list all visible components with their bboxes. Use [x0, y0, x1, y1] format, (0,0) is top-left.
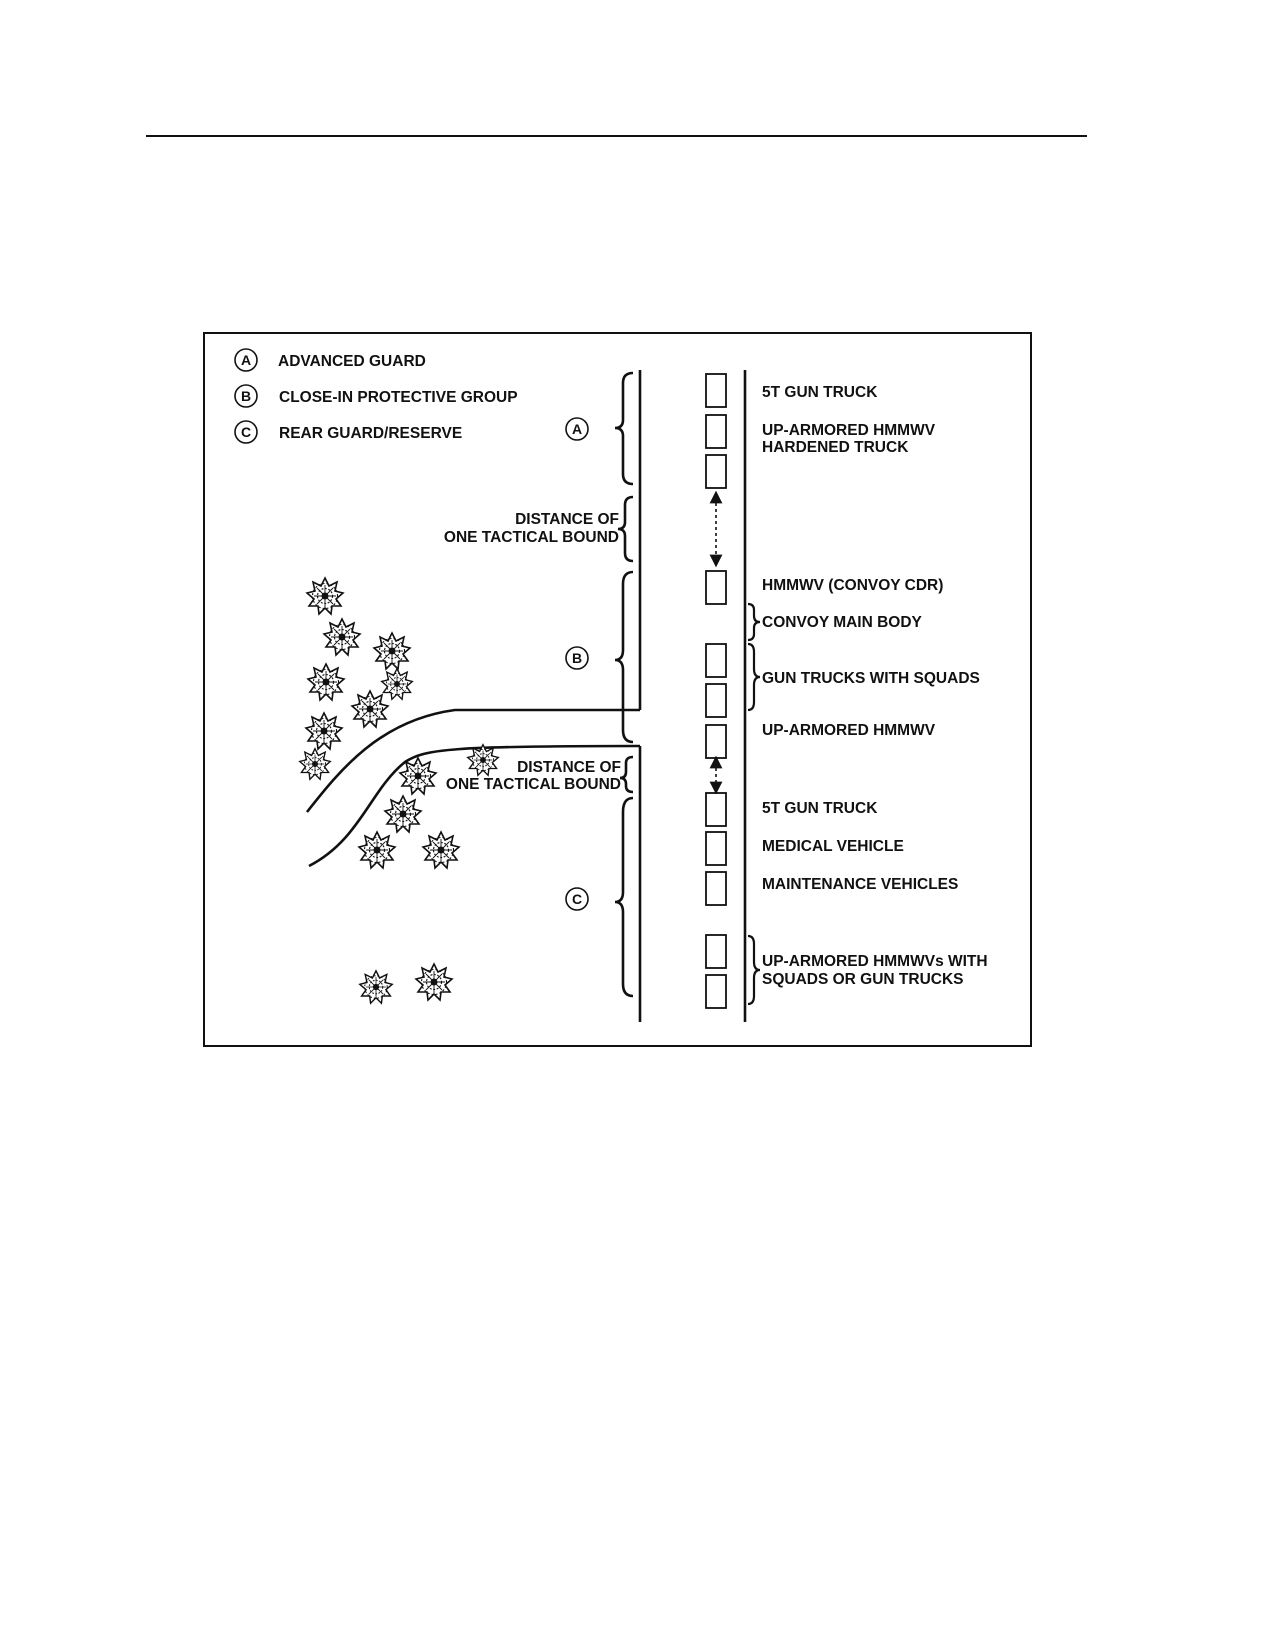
legend-item-a: A ADVANCED GUARD — [234, 348, 426, 372]
label-convoy-main-body: CONVOY MAIN BODY — [762, 614, 923, 631]
tree-icon — [306, 577, 344, 615]
tree-icon — [299, 748, 331, 780]
group-marker-a — [565, 417, 589, 441]
legend-letter-a: A — [241, 352, 251, 368]
group-marker-c — [565, 887, 589, 911]
distance-label-upper-line2: ONE TACTICAL BOUND — [444, 529, 619, 546]
tree-icon — [373, 632, 411, 670]
vehicle-gun-truck-squad-2 — [705, 683, 727, 718]
group-markers: A B C — [565, 417, 589, 911]
tree-icon — [381, 668, 413, 700]
tree-icon — [323, 618, 361, 656]
page-header-rule — [146, 135, 1087, 137]
vehicle-gun-truck-5t-front — [705, 373, 727, 408]
road — [305, 370, 747, 1022]
vehicle-rear-hmmwv-2 — [705, 974, 727, 1009]
vehicle-up-armored-hmmwv-front — [705, 414, 727, 449]
distance-label-lower: DISTANCE OF ONE TACTICAL BOUND — [446, 759, 621, 793]
tree-icon — [351, 690, 389, 728]
brace-group-c — [614, 796, 634, 998]
label-gun-trucks-with-squads: GUN TRUCKS WITH SQUADS — [762, 670, 980, 687]
tree-icon — [307, 663, 345, 701]
side-road-upper-edge — [305, 708, 640, 813]
distance-label-lower-line1: DISTANCE OF — [517, 759, 621, 776]
vehicle-braces — [747, 602, 761, 1006]
vehicle-up-armored-hmmwv-mid — [705, 724, 727, 759]
vehicle-rear-hmmwv-1 — [705, 934, 727, 969]
vehicle-hmmwv-convoy-cdr — [705, 570, 727, 605]
legend-label-b: CLOSE-IN PROTECTIVE GROUP — [279, 389, 518, 406]
brace-distance-upper — [617, 495, 634, 563]
distance-label-upper: DISTANCE OF ONE TACTICAL BOUND — [444, 511, 619, 546]
brace-convoy-main-body — [747, 602, 761, 642]
label-gun-truck-5t-front: 5T GUN TRUCK — [762, 384, 878, 401]
tree-icon — [415, 963, 453, 1001]
legend-item-c: C REAR GUARD/RESERVE — [234, 420, 462, 444]
tree-icon — [399, 757, 437, 795]
label-gun-truck-5t-rear: 5T GUN TRUCK — [762, 800, 878, 817]
vehicle-gun-truck-squad-1 — [705, 643, 727, 678]
legend-marker-c — [234, 420, 258, 444]
brace-distance-lower — [619, 755, 634, 794]
tree-icon — [384, 795, 422, 833]
label-hardened-truck: HARDENED TRUCK — [762, 439, 909, 456]
group-marker-b — [565, 646, 589, 670]
group-letter-b: B — [572, 650, 582, 666]
group-braces — [614, 371, 634, 998]
tree-icon — [305, 712, 343, 750]
legend-letter-b: B — [241, 388, 251, 404]
brace-group-b — [614, 570, 634, 744]
legend-letter-c: C — [241, 424, 251, 440]
group-letter-c: C — [572, 891, 582, 907]
legend-marker-b — [234, 384, 258, 408]
tree-icon — [359, 970, 393, 1004]
distance-label-lower-line2: ONE TACTICAL BOUND — [446, 776, 621, 793]
vehicle-medical — [705, 831, 727, 866]
legend-label-c: REAR GUARD/RESERVE — [279, 425, 462, 442]
tree-icon — [358, 831, 396, 869]
brace-rear-hmmwvs — [747, 934, 761, 1006]
vehicle-gun-truck-5t-rear — [705, 792, 727, 827]
label-medical-vehicle: MEDICAL VEHICLE — [762, 838, 904, 855]
vehicle-labels: 5T GUN TRUCK UP-ARMORED HMMWV HARDENED T… — [762, 384, 988, 988]
legend-item-b: B CLOSE-IN PROTECTIVE GROUP — [234, 384, 518, 408]
diagram-frame — [203, 332, 1032, 1047]
distance-label-upper-line1: DISTANCE OF — [515, 511, 619, 528]
legend-marker-a — [234, 348, 258, 372]
label-up-armored-hmmwvs-with: UP-ARMORED HMMWVs WITH — [762, 953, 988, 970]
tree-icon — [422, 831, 460, 869]
label-maintenance-vehicles: MAINTENANCE VEHICLES — [762, 876, 958, 893]
vehicle-hardened-truck — [705, 454, 727, 489]
side-road-lower-edge — [308, 744, 641, 868]
legend: A ADVANCED GUARD B CLOSE-IN PROTECTIVE G… — [234, 348, 518, 444]
label-up-armored-hmmwv-mid: UP-ARMORED HMMWV — [762, 722, 936, 739]
brace-group-a — [614, 371, 634, 486]
label-up-armored-hmmwv-front: UP-ARMORED HMMWV — [762, 422, 936, 439]
label-squads-or-gun-trucks: SQUADS OR GUN TRUCKS — [762, 971, 964, 988]
label-hmmwv-convoy-cdr: HMMWV (CONVOY CDR) — [762, 577, 943, 594]
vehicle-maintenance — [705, 871, 727, 906]
brace-gun-trucks — [747, 642, 761, 712]
vehicles — [705, 373, 727, 1009]
group-letter-a: A — [572, 421, 582, 437]
legend-label-a: ADVANCED GUARD — [278, 353, 426, 370]
